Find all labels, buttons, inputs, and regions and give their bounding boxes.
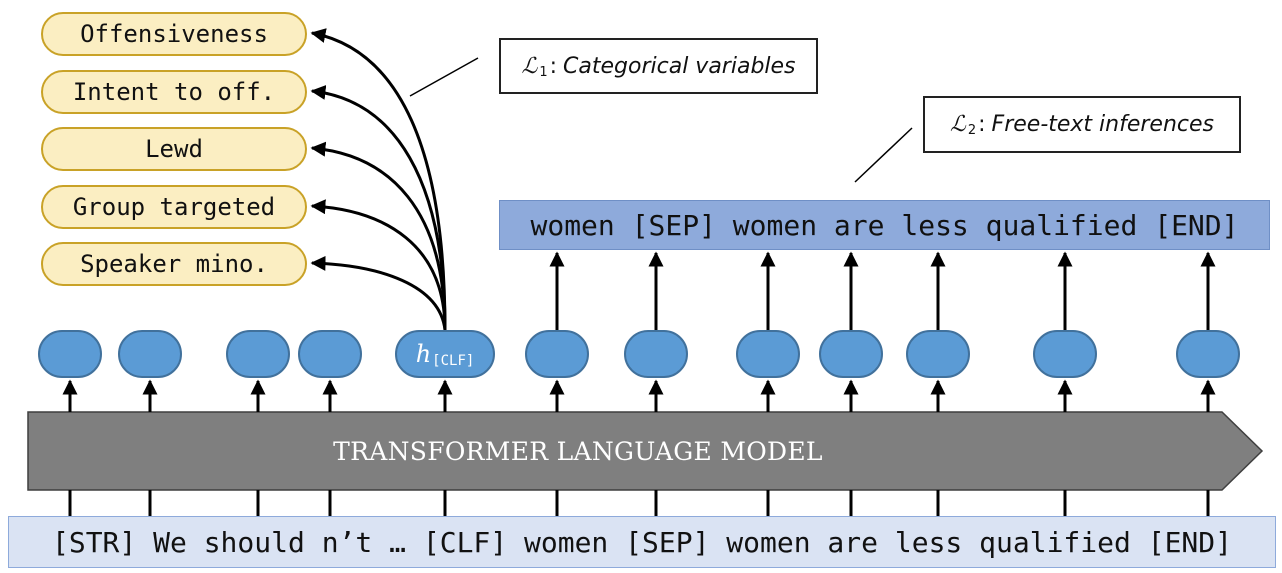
loss1-label: Categorical variables	[563, 53, 796, 79]
hidden-state-arrows	[62, 379, 1216, 412]
loss1-symbol: ℒ	[521, 53, 538, 79]
hidden-node	[736, 330, 800, 378]
category-speaker-minority: Speaker mino.	[41, 242, 307, 286]
clf-symbol: h	[415, 340, 432, 368]
arrow-to-lewd	[310, 141, 447, 331]
output-arrows	[549, 251, 1216, 330]
loss1-callout-line	[409, 57, 479, 97]
category-lewd: Lewd	[41, 127, 307, 171]
hidden-node	[819, 330, 883, 378]
loss2-label: Free-text inferences	[991, 112, 1215, 137]
arrow-to-group	[310, 199, 447, 331]
category-group-targeted: Group targeted	[41, 185, 307, 229]
transformer-label: TRANSFORMER LANGUAGE MODEL	[333, 436, 823, 466]
category-offensiveness: Offensiveness	[41, 12, 307, 56]
hidden-node	[624, 330, 688, 378]
loss2-subscript: 2	[967, 123, 977, 138]
clf-subscript: [CLF]	[432, 353, 475, 369]
arrow-to-intent	[310, 85, 447, 331]
loss1-subscript: 1	[539, 64, 548, 80]
input-lines	[68, 490, 1210, 516]
classification-arrows	[310, 28, 447, 331]
output-sequence-bar: women [SEP] women are less qualified [EN…	[499, 200, 1270, 250]
clf-hidden-node: h[CLF]	[395, 330, 495, 378]
hidden-node	[906, 330, 970, 378]
hidden-node	[298, 330, 362, 378]
loss2-symbol: ℒ	[949, 112, 966, 137]
arrow-to-speaker	[310, 255, 447, 331]
arrow-to-offensiveness	[310, 28, 447, 331]
hidden-node	[1033, 330, 1097, 378]
transformer-block	[27, 411, 1264, 491]
hidden-node	[525, 330, 589, 378]
hidden-node	[226, 330, 290, 378]
hidden-node	[38, 330, 102, 378]
category-intent: Intent to off.	[41, 70, 307, 114]
hidden-node	[118, 330, 182, 378]
hidden-node	[1176, 330, 1240, 378]
loss2-callout-line	[854, 127, 913, 183]
input-sequence-bar: [STR] We should n’t … [CLF] women [SEP] …	[8, 516, 1276, 568]
